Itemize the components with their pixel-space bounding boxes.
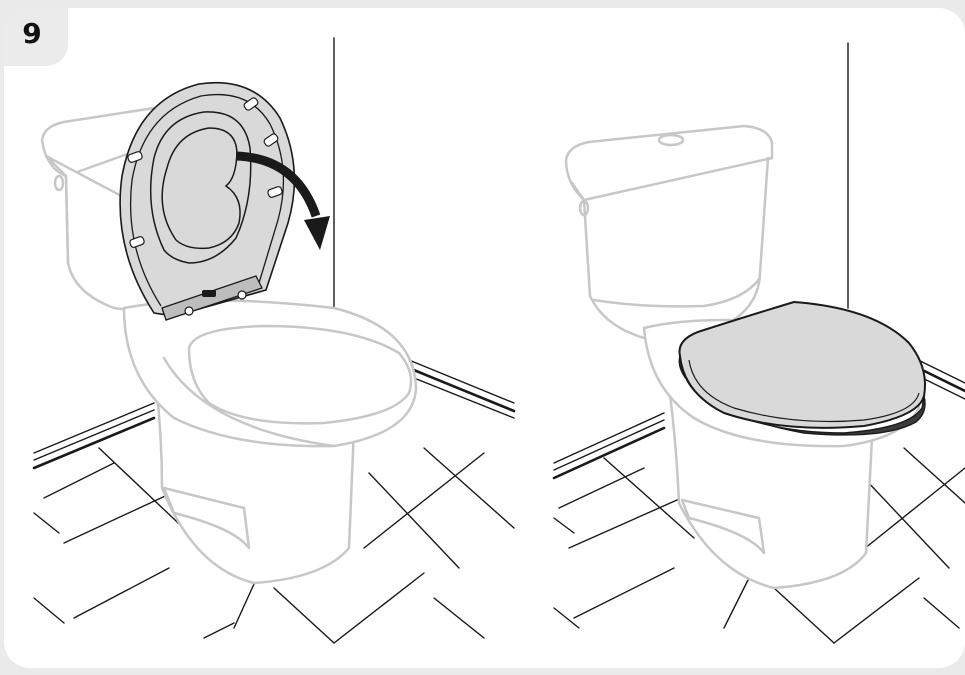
illustration xyxy=(4,8,965,668)
left-scene xyxy=(34,38,514,643)
open-seat-lid xyxy=(120,83,294,320)
right-scene xyxy=(554,43,965,643)
instruction-panel: 9 xyxy=(4,8,965,668)
